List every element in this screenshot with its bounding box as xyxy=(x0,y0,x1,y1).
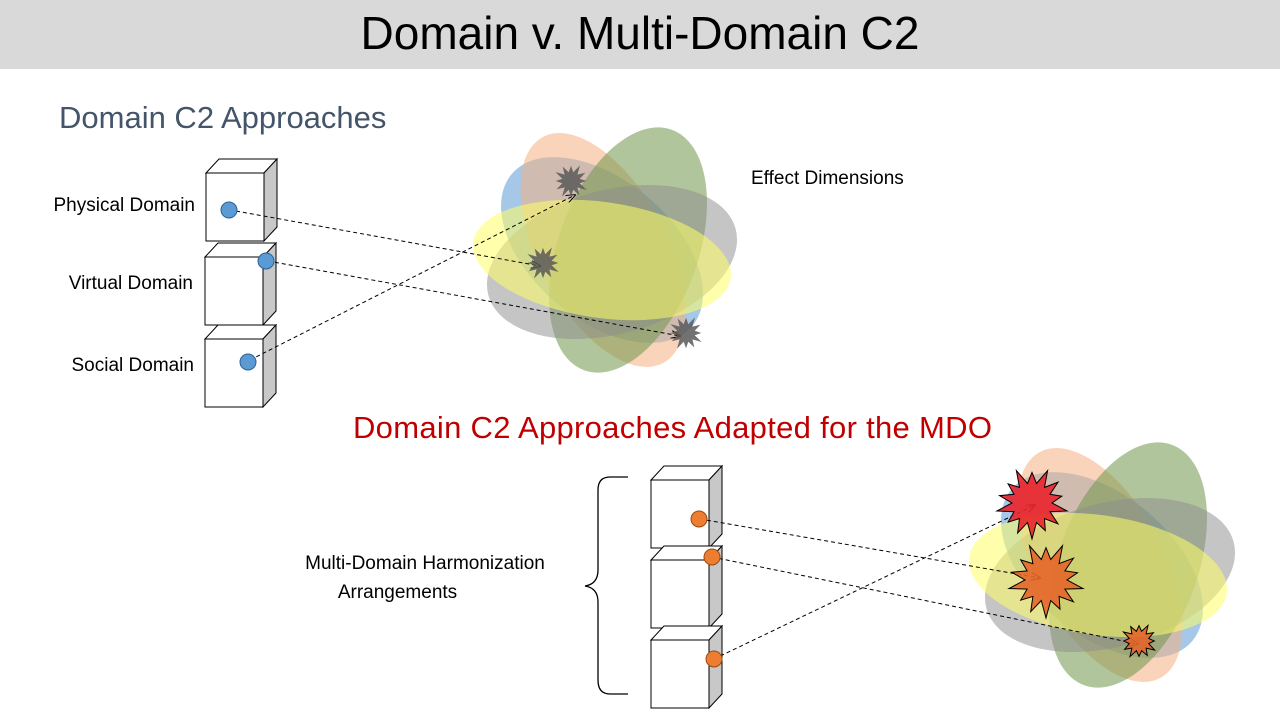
harmonization-label-line2: Arrangements xyxy=(337,582,458,603)
arrow-3 xyxy=(713,505,1035,660)
effect-burst-3 xyxy=(670,317,702,349)
effect-dimensions-label: Effect Dimensions xyxy=(751,168,904,189)
harmonization-dot-3 xyxy=(705,650,723,668)
section-heading-mdo: Domain C2 Approaches Adapted for the MDO xyxy=(353,410,993,445)
harmonization-label-line1: Multi-Domain Harmonization xyxy=(305,553,545,574)
physical-domain-dot xyxy=(220,201,238,219)
domain-arrows-top xyxy=(235,195,680,361)
yellow-petal xyxy=(473,199,731,321)
physical-arrow xyxy=(235,210,540,266)
effect-burst-2 xyxy=(527,247,559,279)
arrow-1 xyxy=(699,518,1040,578)
mdo-burst-3 xyxy=(1121,623,1157,659)
virtual-domain-label: Virtual Domain xyxy=(68,273,193,294)
arrow-2 xyxy=(711,556,1138,644)
effect-dimensions-flower-bottom xyxy=(968,442,1236,688)
harmonization-arrows xyxy=(699,505,1138,660)
social-arrow xyxy=(249,195,575,361)
mdo-burst-2 xyxy=(1007,544,1085,620)
virtual-domain-dot xyxy=(257,252,275,270)
section-heading-domain-c2: Domain C2 Approaches xyxy=(59,100,387,135)
social-domain-dot xyxy=(239,353,257,371)
mdo-burst-1 xyxy=(995,468,1069,541)
harmonization-dot-1 xyxy=(690,510,708,528)
group-brace xyxy=(584,476,628,695)
effect-burst-1 xyxy=(555,165,587,197)
social-domain-label: Social Domain xyxy=(71,355,195,376)
slide-title: Domain v. Multi-Domain C2 xyxy=(360,7,920,59)
physical-domain-label: Physical Domain xyxy=(53,195,196,216)
harmonization-cube-1 xyxy=(650,465,723,549)
title-bar xyxy=(0,0,1280,69)
physical-domain-cube xyxy=(205,158,278,242)
harmonization-dot-2 xyxy=(703,548,721,566)
effect-dimensions-flower-top xyxy=(473,127,738,373)
